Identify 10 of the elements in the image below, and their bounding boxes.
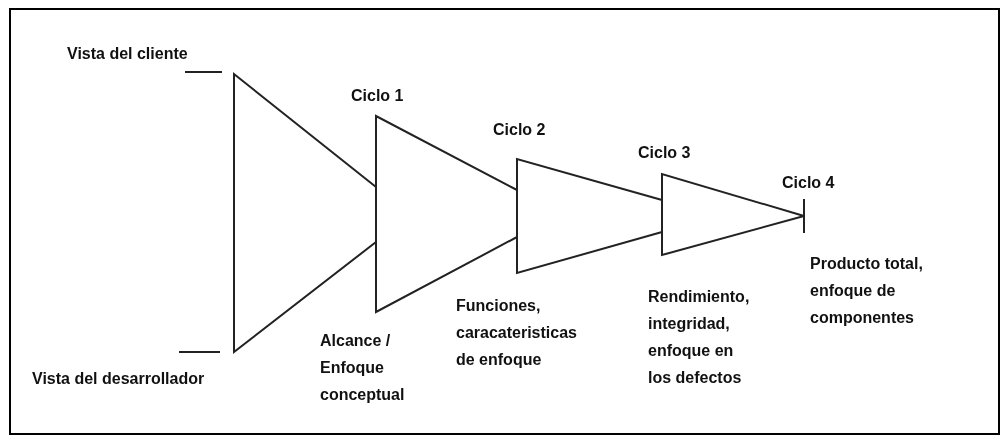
view-label: Vista del cliente [67,44,189,64]
stage-title: Ciclo 3 [638,143,692,163]
stage-description: Producto total, enfoque de componentes [810,254,924,328]
stage-description: Alcance / Enfoque conceptual [320,331,406,405]
stage-title: Ciclo 2 [493,120,547,140]
stage-title: Ciclo 4 [782,173,836,193]
stage-description: Rendimiento, integridad, enfoque en los defectos [648,287,751,388]
stage-title: Ciclo 1 [351,86,405,106]
stage-description: Funciones, caracateristicas de enfoque [456,296,578,370]
view-label: Vista del desarrollador [32,369,206,389]
